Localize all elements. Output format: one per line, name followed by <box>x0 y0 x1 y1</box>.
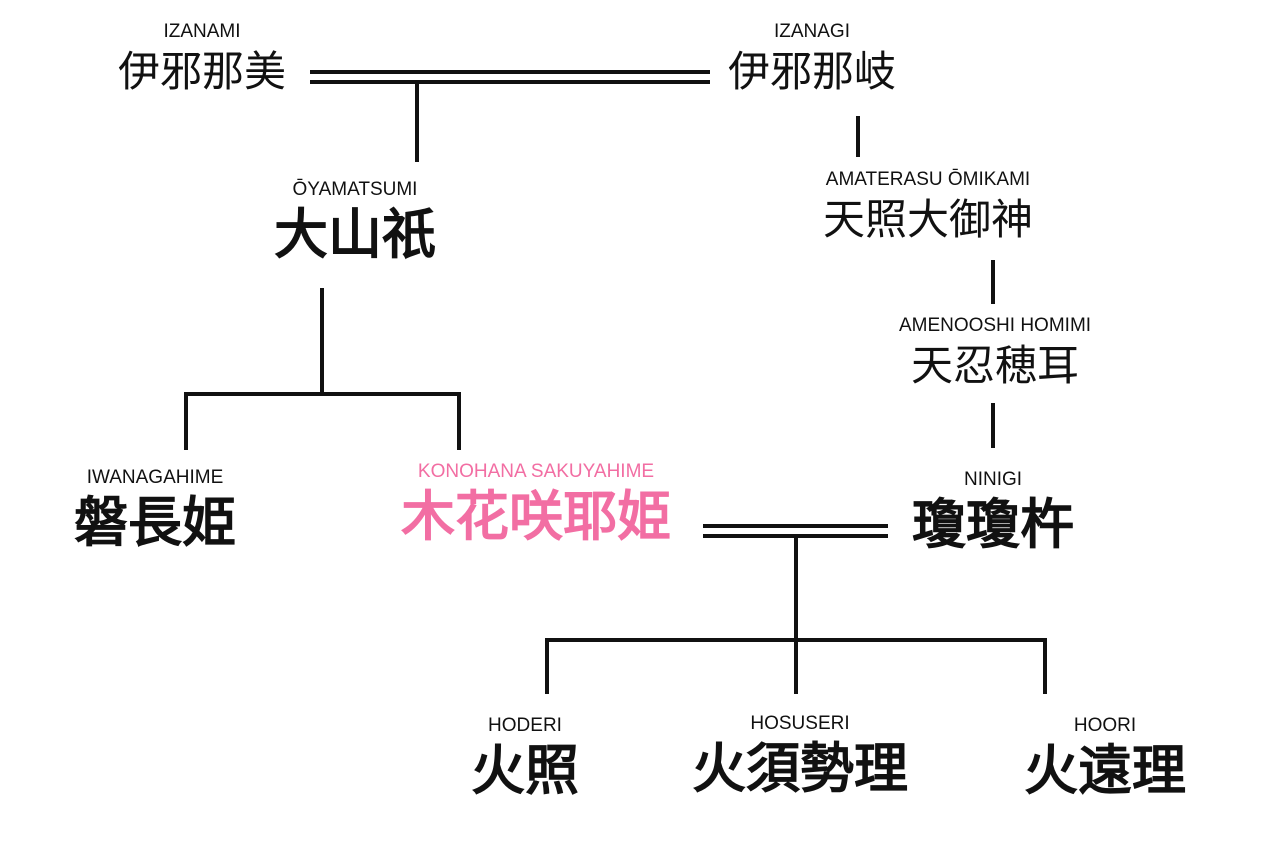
izanami-kanji: 伊邪那美 <box>117 47 286 96</box>
oyamatsumi-kanji: 大山祇 <box>274 203 436 266</box>
amaterasu-kanji: 天照大御神 <box>822 195 1033 244</box>
iwanagahime-romaji: IWANAGAHIME <box>86 467 224 488</box>
amenooshi-romaji: AMENOOSHI HOMIMI <box>898 315 1092 336</box>
hoderi-kanji: 火照 <box>471 739 579 802</box>
node-izanagi: IZANAGI 伊邪那岐 <box>712 20 912 100</box>
izanagi-kanji: 伊邪那岐 <box>727 47 896 96</box>
hosuseri-kanji: 火須勢理 <box>692 737 908 800</box>
node-hosuseri: HOSUSERI 火須勢理 <box>660 712 940 802</box>
node-hoderi: HODERI 火照 <box>430 714 620 804</box>
node-iwanagahime: IWANAGAHIME 磐長姫 <box>40 466 270 556</box>
oyamatsumi-romaji: ŌYAMATSUMI <box>292 179 418 200</box>
ninigi-romaji: NINIGI <box>963 469 1023 490</box>
node-amenooshi: AMENOOSHI HOMIMI 天忍穂耳 <box>870 314 1120 394</box>
konohana-romaji: KONOHANA SAKUYAHIME <box>417 461 655 482</box>
ninigi-kanji: 瓊瓊杵 <box>912 493 1074 556</box>
node-izanami: IZANAMI 伊邪那美 <box>102 20 302 100</box>
iwanagahime-kanji: 磐長姫 <box>74 491 236 554</box>
hoderi-romaji: HODERI <box>488 715 562 736</box>
hoori-kanji: 火遠理 <box>1024 739 1186 802</box>
node-hoori: HOORI 火遠理 <box>995 714 1215 804</box>
hoori-romaji: HOORI <box>1073 715 1137 736</box>
izanami-romaji: IZANAMI <box>163 21 241 42</box>
amenooshi-kanji: 天忍穂耳 <box>910 341 1079 390</box>
izanagi-romaji: IZANAGI <box>773 21 850 42</box>
node-oyamatsumi: ŌYAMATSUMI 大山祇 <box>240 178 470 268</box>
hosuseri-romaji: HOSUSERI <box>750 713 850 734</box>
amaterasu-romaji: AMATERASU ŌMIKAMI <box>825 169 1031 190</box>
node-konohana-sakuyahime: KONOHANA SAKUYAHIME 木花咲耶姫 <box>368 460 704 550</box>
node-ninigi: NINIGI 瓊瓊杵 <box>888 468 1098 558</box>
node-amaterasu: AMATERASU ŌMIKAMI 天照大御神 <box>800 168 1056 248</box>
konohana-kanji: 木花咲耶姫 <box>401 485 671 548</box>
